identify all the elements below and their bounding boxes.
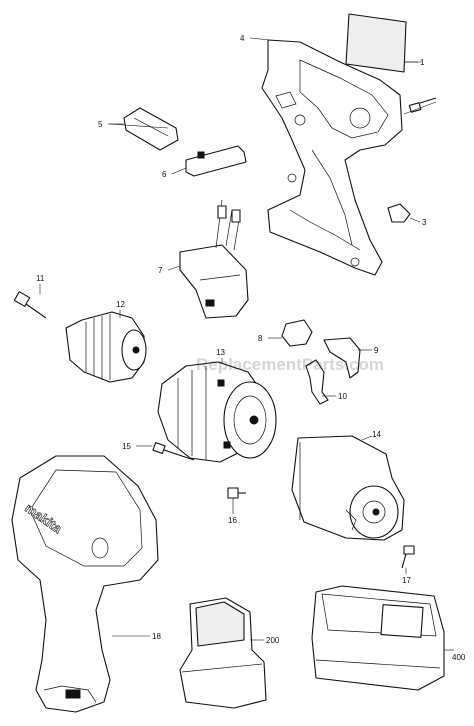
label-part-14: 14 — [372, 430, 381, 439]
part-number-labels: 1 4 5 6 7 3 11 12 8 13 9 10 14 15 16 17 … — [36, 34, 466, 662]
label-part-16: 16 — [228, 516, 237, 525]
part-400-charger — [311, 585, 454, 691]
part-6-lever — [171, 145, 247, 177]
label-part-400: 400 — [452, 653, 466, 662]
label-part-6: 6 — [162, 170, 167, 179]
label-part-11: 11 — [36, 274, 45, 283]
label-part-9: 9 — [374, 346, 379, 355]
label-part-15: 15 — [122, 442, 131, 451]
label-part-200: 200 — [266, 636, 280, 645]
leader-lines — [109, 61, 437, 129]
label-part-3: 3 — [422, 218, 427, 227]
part-2-screw — [408, 97, 437, 113]
part-15-screw — [136, 441, 195, 461]
label-part-1: 1 — [420, 58, 425, 67]
part-1-nameplate — [345, 13, 418, 73]
part-9-plate — [323, 337, 372, 379]
part-14-motor — [291, 435, 405, 541]
part-18-drill-housing: makita — [11, 455, 159, 713]
part-17-screw — [401, 545, 415, 574]
watermark-text: ReplacementParts.com — [196, 355, 384, 374]
part-10-lever — [305, 359, 336, 405]
label-part-17: 17 — [402, 576, 411, 585]
part-5-cover — [108, 107, 179, 151]
label-part-8: 8 — [258, 334, 263, 343]
label-part-5: 5 — [98, 120, 103, 129]
label-part-18: 18 — [152, 632, 161, 641]
label-part-4: 4 — [240, 34, 245, 43]
part-200-battery — [179, 597, 267, 709]
label-part-10: 10 — [338, 392, 347, 401]
part-4-housing-set — [249, 37, 403, 276]
label-part-13: 13 — [216, 348, 225, 357]
part-16-screw — [227, 487, 246, 514]
part-8-block — [268, 319, 313, 347]
part-13-gear-assembly — [157, 358, 277, 463]
part-12-keyless-chuck — [65, 310, 147, 383]
part-7-switch — [167, 199, 249, 319]
part-11-screw — [13, 284, 47, 319]
label-part-7: 7 — [158, 266, 163, 275]
label-part-12: 12 — [116, 300, 125, 309]
part-3-bracket — [387, 203, 421, 223]
